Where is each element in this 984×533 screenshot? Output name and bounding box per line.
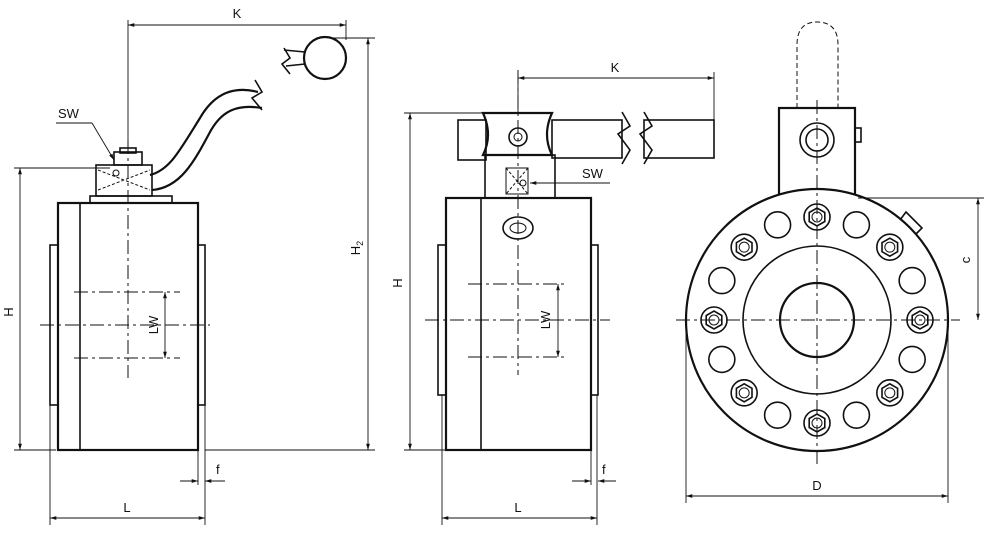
left-lever-upper	[151, 105, 263, 192]
bolt-hole	[763, 401, 792, 429]
bolt-hole	[876, 379, 904, 407]
left-h2-label: H2	[348, 241, 365, 255]
hex-bolt-head	[735, 382, 753, 403]
left-lw-label: LW	[146, 315, 161, 334]
right-view: c D	[676, 21, 984, 503]
bolt-hole	[842, 401, 871, 429]
bolt-hole	[730, 233, 758, 261]
right-bolt-holes	[700, 203, 934, 437]
left-f-label: f	[216, 462, 220, 477]
hex-bolt-inner	[884, 241, 896, 253]
hex-bolt-inner	[738, 387, 750, 399]
mid-lever-break2	[638, 111, 654, 165]
bolt-hole	[708, 345, 736, 374]
mid-stem-pin	[519, 179, 527, 187]
mid-l-label: L	[514, 500, 521, 515]
mid-lever-break1	[616, 111, 632, 165]
hex-bolt-inner	[738, 241, 750, 253]
left-view: K SW H H2 LW L f	[1, 6, 375, 525]
left-stem-pin	[112, 169, 120, 177]
mid-lever-right-b	[643, 119, 715, 159]
mid-stem-cross	[505, 167, 529, 195]
left-sw-label: SW	[58, 106, 80, 121]
hex-bolt-head	[881, 237, 899, 258]
left-sw-leader	[91, 122, 115, 161]
bolt-hole	[898, 345, 926, 374]
mid-stem-column	[484, 154, 556, 199]
mid-stem-socket	[505, 167, 529, 195]
right-d-label: D	[812, 478, 821, 493]
hex-bolt-head	[735, 237, 753, 258]
hex-bolt-head	[705, 310, 723, 330]
mid-h-label: H	[390, 278, 405, 287]
bolt-hole	[842, 211, 871, 239]
mid-lw-label: LW	[538, 310, 553, 329]
left-k-label: K	[233, 6, 242, 21]
hex-bolt-inner	[884, 387, 896, 399]
hex-bolt-head	[881, 382, 899, 403]
mid-sw-label: SW	[582, 166, 604, 181]
mid-lever-left	[457, 119, 487, 161]
middle-view: K SW H LW L f	[390, 60, 715, 525]
bolt-hole	[708, 266, 736, 295]
mid-lever-right-a	[551, 119, 623, 159]
left-h2-main: H	[348, 246, 363, 255]
mid-f-label: f	[602, 462, 606, 477]
mid-k-label: K	[611, 60, 620, 75]
left-lever-break	[250, 79, 264, 111]
left-handle-ball	[302, 35, 348, 81]
right-stem-tab	[854, 127, 862, 143]
left-stem-cross	[97, 169, 151, 191]
right-flange-lug	[899, 210, 924, 235]
bolt-hole	[898, 266, 926, 295]
left-h2-sub: 2	[355, 241, 365, 246]
left-h-label: H	[1, 307, 16, 316]
right-c-label: c	[958, 256, 973, 263]
bolt-hole	[876, 233, 904, 261]
left-lever-lower	[149, 88, 259, 177]
hex-bolt-head	[911, 310, 929, 330]
bolt-hole	[730, 379, 758, 407]
right-handle-outline	[796, 21, 839, 108]
left-l-label: L	[123, 500, 130, 515]
left-handle-stub	[283, 49, 306, 67]
bolt-hole	[763, 211, 792, 239]
left-handle-break	[280, 47, 292, 75]
